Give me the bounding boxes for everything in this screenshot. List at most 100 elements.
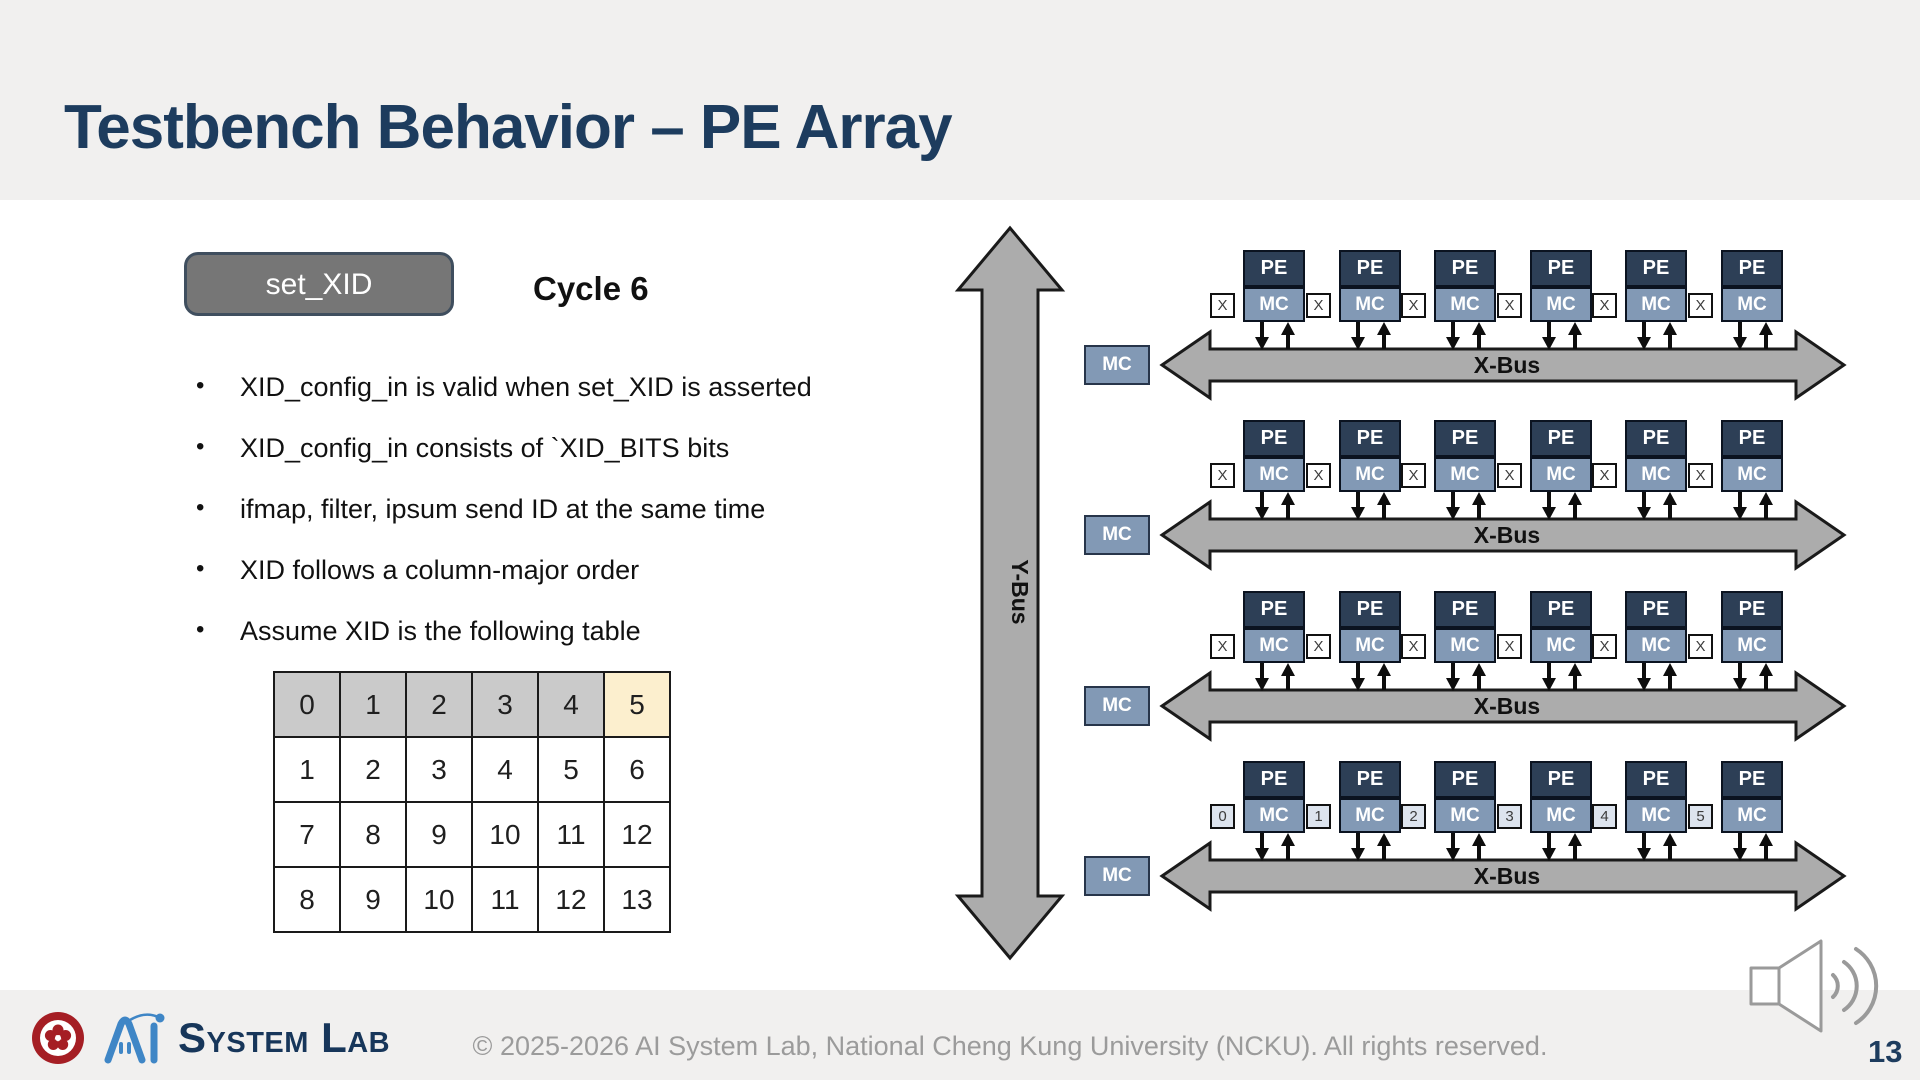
- up-arrow-head: [1663, 833, 1677, 846]
- pe-mc-box: MC: [1721, 628, 1783, 663]
- pe-mc-box: MC: [1530, 287, 1592, 322]
- pe-mc-box: MC: [1721, 287, 1783, 322]
- table-header-cell: 3: [471, 671, 539, 738]
- table-cell: 8: [339, 801, 407, 868]
- table-cell: 1: [273, 736, 341, 803]
- up-arrow-head: [1472, 492, 1486, 505]
- mc-box-left: MC: [1084, 686, 1150, 726]
- down-arrow-head: [1733, 337, 1747, 350]
- bullet-text: XID_config_in consists of `XID_BITS bits: [240, 433, 730, 463]
- list-item: • XID follows a column-major order: [196, 555, 876, 586]
- table-cell: 11: [471, 866, 539, 933]
- down-arrow-head: [1446, 848, 1460, 861]
- table-row: 8 9 10 11 12 13: [273, 866, 671, 933]
- bullet-icon: •: [196, 555, 205, 582]
- down-arrow-head: [1637, 678, 1651, 691]
- list-item: • XID_config_in consists of `XID_BITS bi…: [196, 433, 876, 464]
- down-arrow-head: [1351, 848, 1365, 861]
- xid-tag-box: X: [1401, 293, 1426, 318]
- xid-tag-box: X: [1688, 293, 1713, 318]
- pe-box: PE: [1530, 250, 1592, 287]
- x-bus-arrow: [1159, 840, 1847, 912]
- page-title: Testbench Behavior – PE Array: [64, 92, 953, 162]
- xid-tag-box: X: [1688, 463, 1713, 488]
- pe-mc-box: MC: [1339, 798, 1401, 833]
- pe-box: PE: [1721, 761, 1783, 798]
- pe-mc-box: MC: [1434, 457, 1496, 492]
- pe-box: PE: [1434, 761, 1496, 798]
- xid-tag-box: X: [1210, 293, 1235, 318]
- speaker-icon[interactable]: [1743, 932, 1893, 1042]
- down-arrow-head: [1255, 507, 1269, 520]
- table-cell: 9: [405, 801, 473, 868]
- y-bus-label: Y-Bus: [1007, 559, 1033, 624]
- bullet-text: XID_config_in is valid when set_XID is a…: [240, 372, 812, 402]
- xid-tag-box: X: [1210, 463, 1235, 488]
- xid-tag-box: 1: [1306, 804, 1331, 829]
- x-bus-label: X-Bus: [1474, 522, 1540, 548]
- pe-box: PE: [1530, 420, 1592, 457]
- pe-mc-box: MC: [1721, 457, 1783, 492]
- pe-box: PE: [1243, 761, 1305, 798]
- up-arrow-head: [1472, 322, 1486, 335]
- up-arrow-head: [1377, 663, 1391, 676]
- table-cell: 13: [603, 866, 671, 933]
- xid-tag-box: X: [1688, 634, 1713, 659]
- xid-tag-box: X: [1497, 293, 1522, 318]
- table-cell: 2: [339, 736, 407, 803]
- table-cell: 10: [405, 866, 473, 933]
- ai-robot-logo-icon: [104, 1013, 165, 1064]
- pe-box: PE: [1243, 420, 1305, 457]
- x-bus-arrow: [1159, 329, 1847, 401]
- table-cell: 10: [471, 801, 539, 868]
- bullet-list: • XID_config_in is valid when set_XID is…: [196, 372, 876, 677]
- up-arrow-head: [1663, 322, 1677, 335]
- table-cell: 5: [537, 736, 605, 803]
- pe-box: PE: [1721, 250, 1783, 287]
- pe-mc-box: MC: [1721, 798, 1783, 833]
- list-item: • Assume XID is the following table: [196, 616, 876, 647]
- pe-box: PE: [1434, 420, 1496, 457]
- bullet-text: ifmap, filter, ipsum send ID at the same…: [240, 494, 766, 524]
- ncku-seal-icon: [32, 1012, 84, 1064]
- mc-box-left: MC: [1084, 345, 1150, 385]
- xid-tag-box: X: [1306, 634, 1331, 659]
- table-cell: 4: [471, 736, 539, 803]
- down-arrow-head: [1733, 507, 1747, 520]
- pe-box: PE: [1625, 591, 1687, 628]
- table-cell: 9: [339, 866, 407, 933]
- up-arrow-head: [1472, 663, 1486, 676]
- pe-mc-box: MC: [1434, 628, 1496, 663]
- set-xid-button[interactable]: set_XID: [184, 252, 454, 316]
- pe-box: PE: [1625, 761, 1687, 798]
- xid-tag-box: X: [1401, 634, 1426, 659]
- xid-tag-box: X: [1592, 634, 1617, 659]
- down-arrow-head: [1637, 848, 1651, 861]
- xid-tag-box: X: [1497, 634, 1522, 659]
- xid-tag-box: X: [1306, 463, 1331, 488]
- pe-box: PE: [1243, 250, 1305, 287]
- pe-mc-box: MC: [1243, 457, 1305, 492]
- bullet-icon: •: [196, 494, 205, 521]
- xid-tag-box: 0: [1210, 804, 1235, 829]
- table-header-cell: 5: [603, 671, 671, 738]
- table-header-cell: 1: [339, 671, 407, 738]
- pe-mc-box: MC: [1243, 287, 1305, 322]
- pe-mc-box: MC: [1625, 287, 1687, 322]
- xid-tag-box: X: [1592, 463, 1617, 488]
- xid-tag-box: X: [1401, 463, 1426, 488]
- down-arrow-head: [1542, 337, 1556, 350]
- xid-tag-box: 3: [1497, 804, 1522, 829]
- pe-mc-box: MC: [1530, 628, 1592, 663]
- down-arrow-head: [1351, 337, 1365, 350]
- pe-box: PE: [1434, 591, 1496, 628]
- up-arrow-head: [1663, 492, 1677, 505]
- bullet-icon: •: [196, 616, 205, 643]
- table-cell: 8: [273, 866, 341, 933]
- pe-box: PE: [1339, 250, 1401, 287]
- xid-tag-box: X: [1592, 293, 1617, 318]
- down-arrow-head: [1733, 678, 1747, 691]
- xid-tag-box: X: [1210, 634, 1235, 659]
